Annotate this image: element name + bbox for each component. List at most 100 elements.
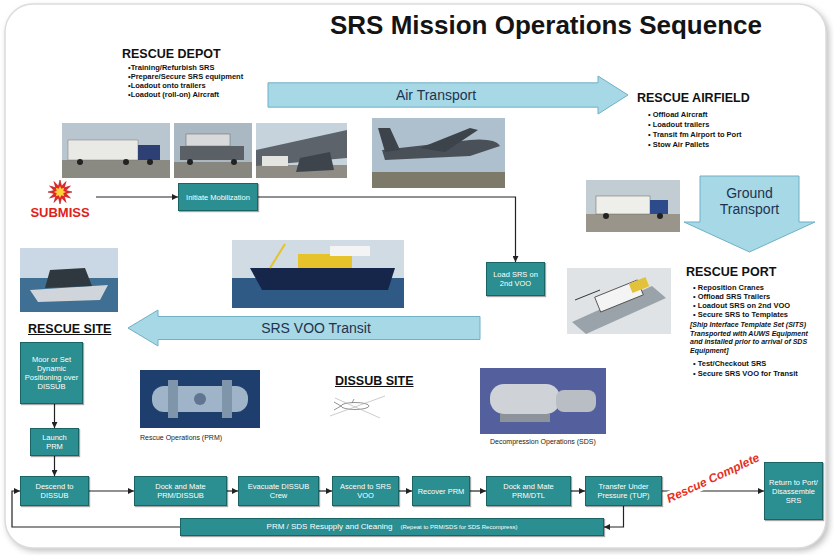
bullet-item: • Reposition Cranes [693, 283, 764, 292]
starburst-core [54, 186, 66, 198]
depot-photo-trailer-part [62, 160, 170, 178]
sds-render [480, 368, 606, 434]
truck-photo-part [596, 196, 650, 214]
ship-photo [232, 240, 404, 308]
prm-boat-photo [20, 248, 118, 312]
depot-photo-trailer-part [68, 140, 138, 160]
starburst [48, 180, 72, 204]
process-box: Moor or Set Dynamic Positioning over DIS… [20, 342, 83, 404]
dissub-sketch-part [334, 406, 341, 410]
node-text: Dock and Mate PRM/DTL [490, 482, 567, 500]
depot-photo-equipment-part [174, 162, 252, 178]
bullet-item: • Secure SRS to Templates [693, 310, 788, 319]
bullet-item: • Loadout trailers [648, 120, 709, 129]
arrow-band [684, 176, 815, 252]
depot-photo-trailer [62, 123, 170, 178]
bullet-item: • Secure SRS VOO for Transit [693, 369, 798, 378]
flow-connector [54, 404, 55, 428]
note-text: [Ship Interface Template Set (SITS) Tran… [690, 321, 818, 355]
flow-connector [54, 456, 55, 476]
truck-photo-part [657, 213, 663, 219]
process-box: Recover PRM [412, 476, 470, 506]
prm-boat-photo-part [45, 268, 92, 288]
bullet-item: • Loadout SRS on 2nd VOO [693, 301, 790, 310]
prm-render [140, 370, 260, 428]
depot-photo-trailer-part [77, 159, 83, 165]
sds-render-part [480, 368, 606, 434]
flow-connector [227, 490, 238, 491]
node-text: Dock and Mate PRM/DISSUB [138, 482, 223, 500]
sds-render-part [490, 384, 560, 414]
process-box: Descend to DISSUB [20, 476, 89, 506]
depot-photo-trailer-part [138, 145, 160, 160]
port-photo-part [575, 290, 600, 300]
prm-render-part [194, 393, 206, 405]
transport-arrow: Air Transport [268, 76, 628, 114]
bullet-item: • Transit fm Airport to Port [648, 130, 742, 139]
flow-connector [604, 506, 624, 527]
truck-photo-part [586, 180, 680, 232]
sds-render-part [500, 414, 550, 422]
prm-boat-photo-part [30, 285, 108, 302]
image-caption: Decompression Operations (SDS) [490, 437, 596, 446]
process-box: Load SRS on 2nd VOO [486, 262, 545, 296]
dissub-sketch-part [335, 398, 380, 418]
aircraft-photo-part [372, 118, 505, 188]
port-photo-part [629, 277, 649, 293]
port-photo-part [567, 268, 671, 334]
section-heading: RESCUE SITE [28, 322, 111, 337]
depot-photo-aircraft-part [256, 123, 347, 178]
process-box: Evacuate DISSUB Crew [238, 476, 319, 506]
depot-photo-equipment [174, 123, 252, 178]
flow-connector [571, 490, 585, 491]
image-caption: Rescue Operations (PRM) [140, 433, 222, 442]
port-photo [567, 268, 671, 334]
bullet-item: •Loadout (roll-on) Aircraft [128, 90, 219, 99]
depot-photo-trailer-part [62, 123, 170, 178]
node-text: SRS VOO Transit [261, 320, 371, 336]
diagram-title: SRS Mission Operations Sequence [330, 10, 762, 40]
node-text: PRM / SDS Resupply and Cleaning [267, 522, 393, 532]
flow-connector [470, 490, 486, 491]
aircraft-photo [372, 118, 505, 188]
bullet-item: • Stow Air Pallets [648, 140, 709, 149]
depot-photo-trailer-part [147, 159, 153, 165]
process-box: Launch PRM [30, 428, 79, 456]
depot-photo-equipment-part [180, 146, 244, 160]
ship-photo-part [270, 244, 285, 268]
section-heading: DISSUB SITE [335, 374, 414, 389]
dissub-sketch-part [352, 399, 354, 403]
process-box: Return to Port/ Disassemble SRS [764, 462, 823, 520]
frame [5, 4, 826, 548]
section-heading: RESCUE AIRFIELD [637, 91, 750, 106]
dissub-sketch-part [334, 402, 341, 406]
transport-arrow: SRS VOO Transit [128, 310, 480, 346]
prm-render-part [222, 380, 232, 418]
flow-connector [319, 490, 332, 491]
node-text: Return to Port/ Disassemble SRS [768, 478, 819, 505]
node-text: Evacuate DISSUB Crew [242, 482, 315, 500]
aircraft-photo-part [378, 128, 400, 152]
edge-label: Rescue Complete [663, 450, 764, 507]
node-text: (Repeat to PRM/SDS for SDS Recompress) [400, 523, 517, 531]
aircraft-photo-part [372, 172, 505, 188]
ship-photo-part [250, 268, 395, 290]
sds-render-part [556, 390, 596, 412]
aircraft-photo-part [420, 128, 478, 152]
node-text: SUBMISS [30, 205, 89, 220]
truck-photo-part [650, 200, 668, 214]
depot-photo-aircraft-part [296, 152, 334, 172]
depot-photo-aircraft-part [262, 156, 288, 166]
truck-photo [586, 180, 680, 232]
alert-burst: SUBMISS [24, 179, 96, 225]
bullet-item: •Prepare/Secure SRS equipment [128, 72, 243, 81]
process-box: Transfer Under Pressure (TUP) [585, 476, 662, 506]
depot-photo-equipment-part [187, 159, 193, 165]
prm-render-part [168, 380, 178, 418]
flow-connector [258, 197, 516, 262]
section-heading: RESCUE DEPOT [122, 47, 221, 62]
prm-render-part [152, 386, 248, 412]
bullet-item: •Training/Refurbish SRS [128, 63, 214, 72]
dissub-sketch-part [330, 396, 385, 416]
arrow-band [128, 310, 480, 346]
